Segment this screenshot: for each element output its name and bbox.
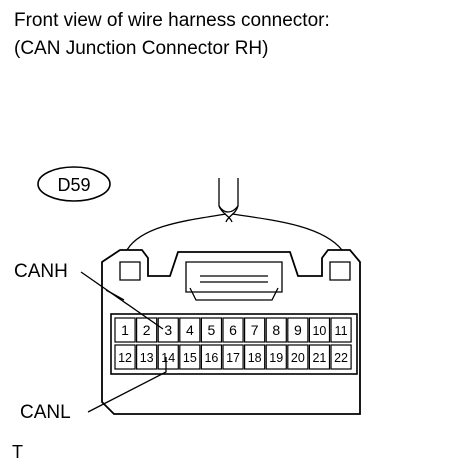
terminal-number: 11 (335, 324, 348, 338)
terminal-cell (330, 317, 352, 343)
terminal-cell (157, 344, 179, 370)
terminal-cell (287, 344, 309, 370)
terminal-number: 18 (248, 351, 262, 365)
terminal-number: 3 (164, 322, 172, 338)
terminal-number: 1 (121, 322, 129, 338)
terminal-number: 2 (143, 322, 151, 338)
terminal-cell (265, 317, 287, 343)
figure-code: T (12, 442, 23, 462)
terminal-number: 20 (291, 351, 305, 365)
terminal-cell (136, 344, 158, 370)
terminal-number: 12 (118, 351, 132, 365)
terminal-number: 8 (272, 322, 280, 338)
terminal-cell (244, 317, 266, 343)
terminal-cell (179, 344, 201, 370)
connector-housing (101, 249, 361, 415)
diagram-title-line-2: (CAN Junction Connector RH) (14, 38, 269, 59)
terminal-cell (157, 317, 179, 343)
terminal-number: 9 (294, 322, 302, 338)
terminal-number: 17 (226, 351, 240, 365)
terminal-cell (114, 317, 136, 343)
terminal-number: 16 (204, 351, 218, 365)
terminal-cell (179, 317, 201, 343)
terminal-cell (200, 317, 223, 343)
canh-callout-label: CANH (14, 261, 68, 282)
terminal-cell (308, 317, 331, 343)
terminal-cell (200, 344, 223, 370)
terminal-number: 21 (312, 351, 326, 365)
terminal-cell (330, 344, 352, 370)
canh-leader-line (80, 271, 164, 330)
canl-leader-line (87, 357, 167, 413)
terminal-grid-frame (110, 313, 358, 375)
diagram-title-line-1: Front view of wire harness connector: (14, 10, 330, 31)
terminal-number: 6 (229, 322, 237, 338)
terminal-cell (308, 344, 331, 370)
terminal-cell (114, 344, 136, 370)
terminal-number: 7 (251, 322, 259, 338)
canl-callout-label: CANL (20, 402, 71, 423)
terminal-number: 5 (208, 322, 216, 338)
terminal-number: 22 (334, 351, 348, 365)
terminal-cell (265, 344, 287, 370)
terminal-number: 4 (186, 322, 194, 338)
terminal-number: 14 (161, 351, 175, 365)
terminal-cell (287, 317, 309, 343)
connector-id: D59 (57, 175, 90, 195)
terminal-number: 10 (312, 324, 326, 338)
wire-bundle (126, 178, 343, 251)
terminal-cell (244, 344, 266, 370)
terminal-number: 15 (183, 351, 197, 365)
terminal-number: 19 (269, 351, 283, 365)
connector-latch (105, 261, 351, 301)
connector-id-oval (37, 166, 111, 202)
terminal-cell (222, 317, 244, 343)
terminal-number: 13 (140, 351, 154, 365)
terminal-cell (222, 344, 244, 370)
